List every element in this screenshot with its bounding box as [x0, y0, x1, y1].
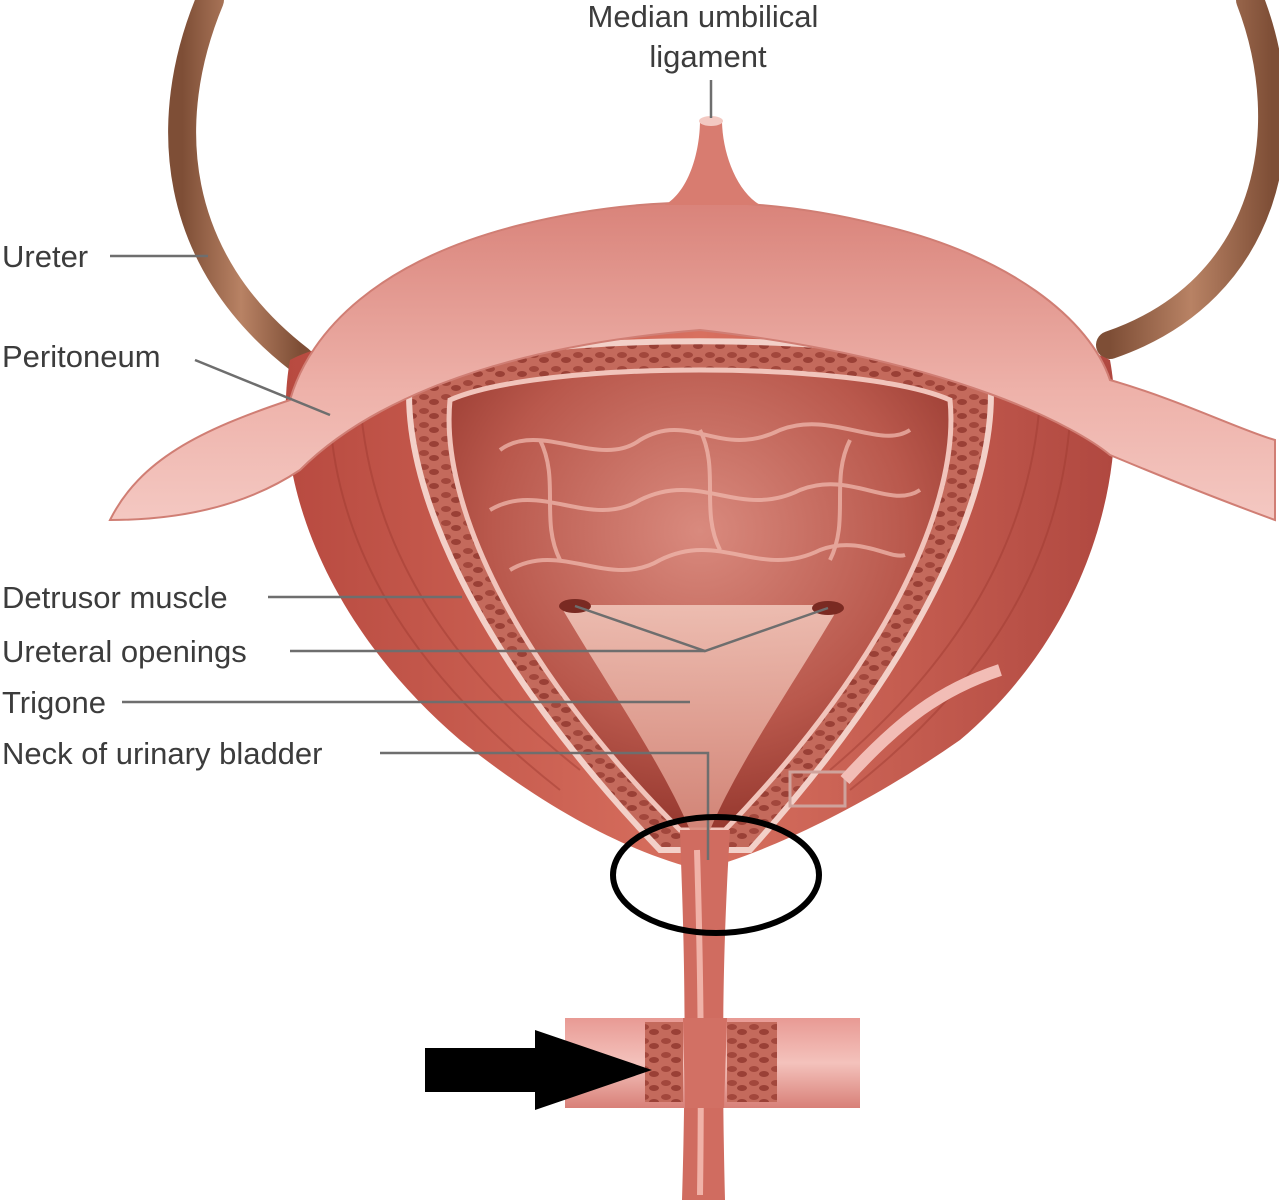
sphincter-left-section	[645, 1022, 683, 1102]
peritoneum	[108, 201, 1276, 522]
mucosal-folds	[488, 422, 922, 572]
neck-of-bladder-highlight-circle	[610, 814, 822, 936]
ligament-tip	[699, 116, 723, 126]
left-ureter	[168, 0, 314, 374]
urethra-highlight	[694, 849, 704, 1196]
leader-lines	[110, 80, 829, 860]
urethra-through-band	[683, 1018, 727, 1108]
detail-leader	[840, 664, 1002, 785]
label-detrusor-muscle: Detrusor muscle	[2, 580, 228, 615]
label-peritoneum: Peritoneum	[2, 339, 161, 374]
median-umbilical-ligament	[665, 120, 760, 205]
sphincter-right-section	[727, 1022, 777, 1102]
label-neck-of-urinary-bladder: Neck of urinary bladder	[2, 736, 323, 771]
label-trigone: Trigone	[2, 685, 106, 720]
label-ureter: Ureter	[2, 239, 88, 274]
detail-box	[788, 770, 847, 808]
right-ureter	[1096, 0, 1279, 359]
urethra	[680, 830, 730, 1200]
black-arrow-pointer	[425, 1030, 652, 1110]
label-median-umbilical-ligament-1: Median umbilical	[588, 0, 819, 34]
label-ureteral-openings: Ureteral openings	[2, 634, 247, 669]
label-median-umbilical-ligament-2: ligament	[649, 39, 767, 74]
trigone	[560, 605, 840, 830]
